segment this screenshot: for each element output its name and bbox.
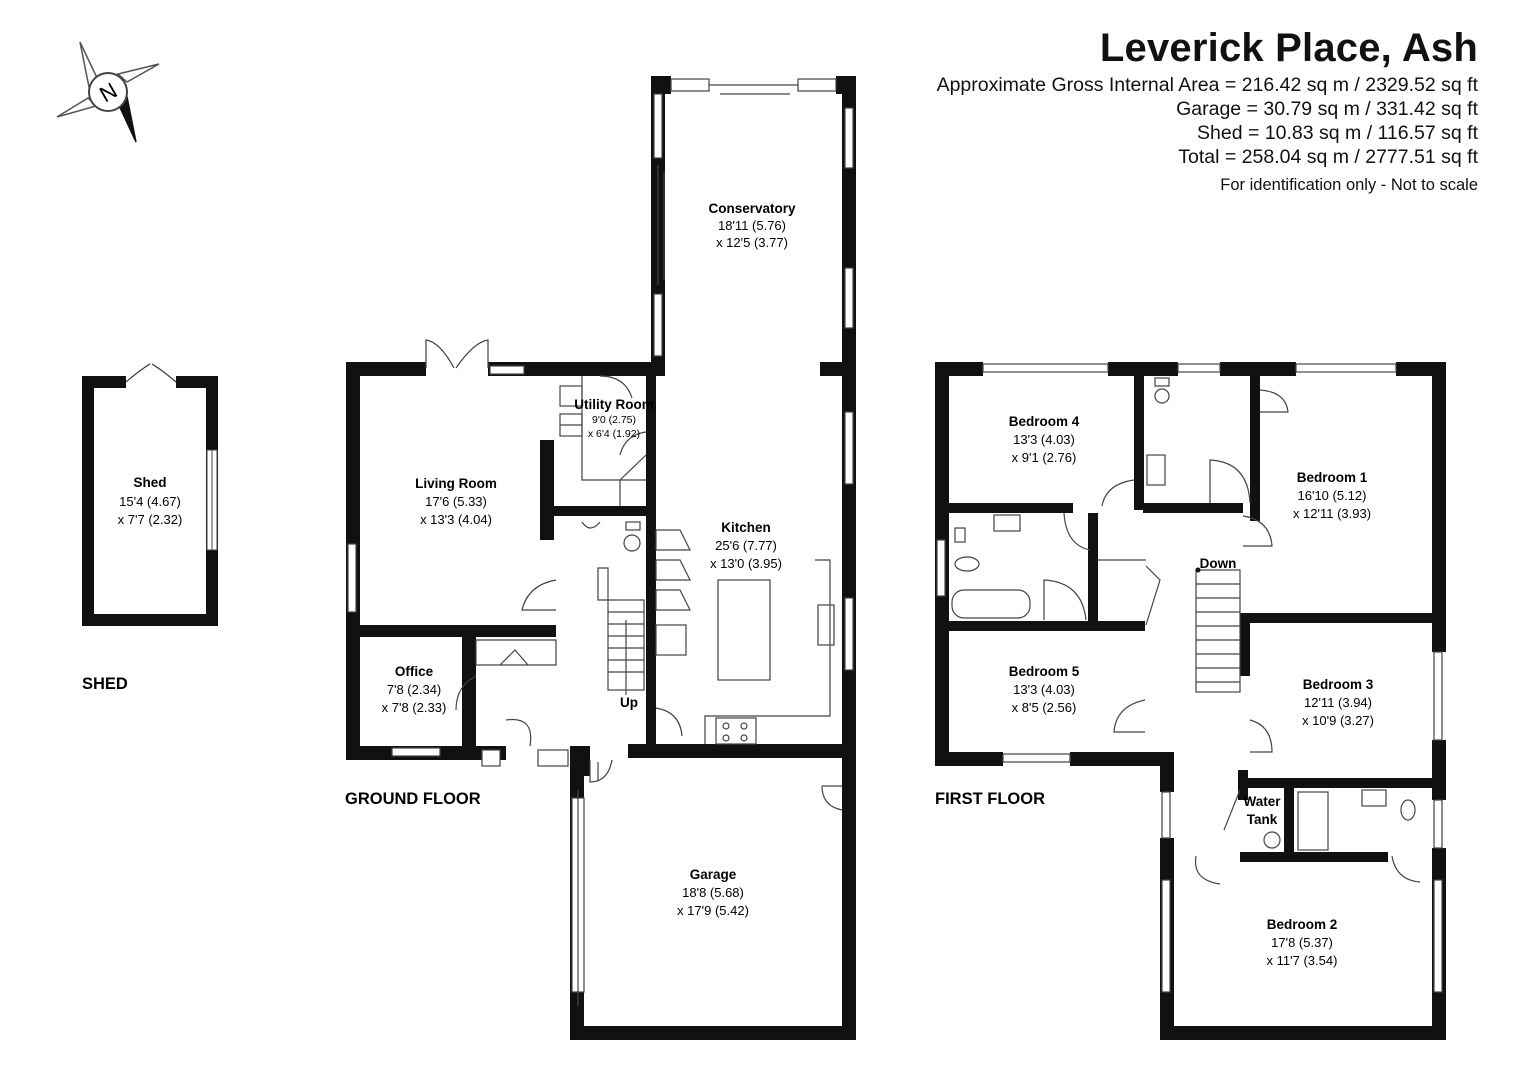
- shed-dim-1: 15'4 (4.67): [119, 494, 181, 509]
- bedroom1-dim-1: 16'10 (5.12): [1298, 488, 1367, 503]
- water-tank-label-1: Water: [1243, 794, 1281, 809]
- first-floor-label: FIRST FLOOR: [935, 790, 1045, 808]
- utility-dim-1: 9'0 (2.75): [592, 414, 636, 426]
- living-room-dim-2: x 13'3 (4.04): [420, 512, 492, 527]
- shed-floor-label: SHED: [82, 675, 128, 693]
- living-room-name: Living Room: [415, 476, 497, 491]
- plan-title: Leverick Place, Ash: [1099, 26, 1478, 70]
- office-dim-2: x 7'8 (2.33): [382, 700, 447, 715]
- shed-dim-2: x 7'7 (2.32): [118, 512, 183, 527]
- total-area: Total = 258.04 sq m / 2777.51 sq ft: [1178, 146, 1478, 168]
- bedroom2-dim-2: x 11'7 (3.54): [1267, 953, 1338, 968]
- bedroom5-dim-2: x 8'5 (2.56): [1012, 700, 1077, 715]
- living-room-dim-1: 17'6 (5.33): [425, 494, 487, 509]
- ground-floor-label: GROUND FLOOR: [345, 790, 481, 808]
- utility-name: Utility Room: [574, 397, 654, 412]
- shed-area: Shed = 10.83 sq m / 116.57 sq ft: [1197, 122, 1478, 144]
- conservatory-dim-1: 18'11 (5.76): [718, 218, 786, 233]
- first-floor-details: [936, 363, 1443, 993]
- shed-walls: [82, 363, 218, 626]
- bedroom1-dim-2: x 12'11 (3.93): [1293, 506, 1371, 521]
- bedroom2-dim-1: 17'8 (5.37): [1271, 935, 1333, 950]
- garage-name: Garage: [690, 867, 737, 882]
- gross-internal-area: Approximate Gross Internal Area = 216.42…: [936, 74, 1478, 96]
- utility-dim-2: x 6'4 (1.92): [588, 428, 640, 440]
- bedroom4-dim-1: 13'3 (4.03): [1013, 432, 1075, 447]
- bedroom3-dim-2: x 10'9 (3.27): [1302, 713, 1374, 728]
- conservatory-name: Conservatory: [708, 201, 796, 216]
- bedroom4-dim-2: x 9'1 (2.76): [1012, 450, 1077, 465]
- compass-icon: N: [56, 41, 160, 143]
- conservatory-dim-2: x 12'5 (3.77): [716, 235, 788, 250]
- ground-floor-details: [347, 78, 854, 1006]
- office-name: Office: [395, 664, 434, 679]
- kitchen-dim-1: 25'6 (7.77): [715, 538, 777, 553]
- kitchen-name: Kitchen: [721, 520, 771, 535]
- bedroom5-name: Bedroom 5: [1009, 664, 1080, 679]
- office-dim-1: 7'8 (2.34): [387, 682, 442, 697]
- garage-area: Garage = 30.79 sq m / 331.42 sq ft: [1176, 98, 1478, 120]
- garage-dim-1: 18'8 (5.68): [682, 885, 744, 900]
- bedroom4-name: Bedroom 4: [1009, 414, 1080, 429]
- water-tank-label-2: Tank: [1247, 812, 1278, 827]
- bedroom2-name: Bedroom 2: [1267, 917, 1338, 932]
- bedroom3-name: Bedroom 3: [1303, 677, 1374, 692]
- stairs-down-label: Down: [1200, 556, 1237, 571]
- scale-note: For identification only - Not to scale: [1220, 176, 1478, 194]
- garage-dim-2: x 17'9 (5.42): [677, 903, 749, 918]
- kitchen-dim-2: x 13'0 (3.95): [710, 556, 782, 571]
- bedroom1-name: Bedroom 1: [1297, 470, 1368, 485]
- shed-name: Shed: [133, 475, 166, 490]
- bedroom5-dim-1: 13'3 (4.03): [1013, 682, 1075, 697]
- stairs-up-label: Up: [620, 695, 638, 710]
- bedroom3-dim-1: 12'11 (3.94): [1304, 695, 1372, 710]
